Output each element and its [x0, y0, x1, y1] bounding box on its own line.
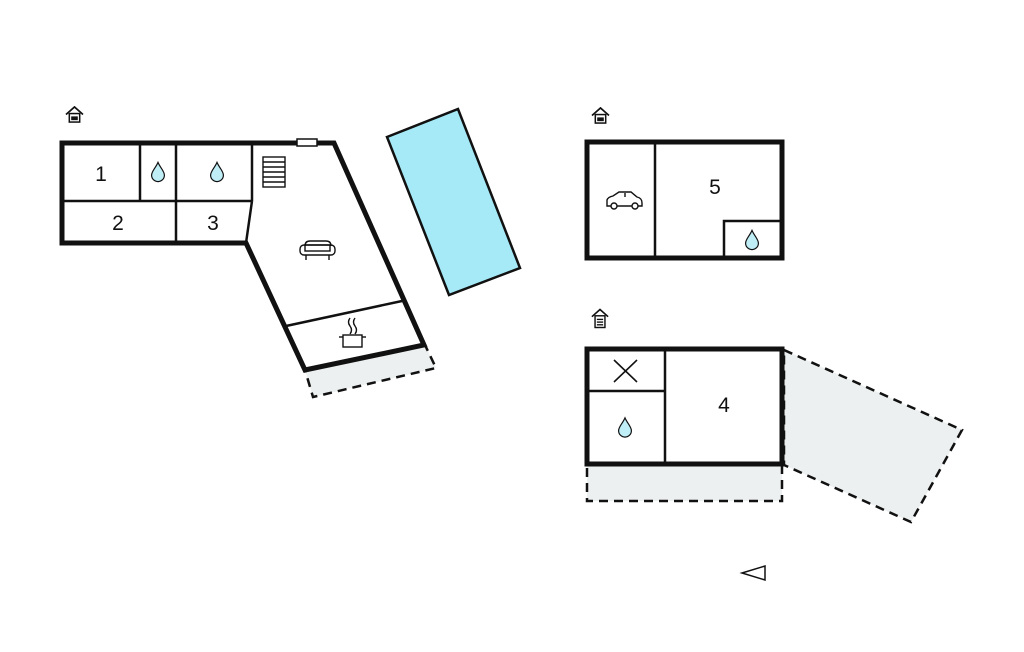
- room-number-5: 5: [709, 176, 721, 199]
- garage-annex: 5: [584, 107, 785, 261]
- sofa-icon: [299, 240, 336, 260]
- cross-mark-icon: [613, 359, 638, 383]
- door-marker: [296, 138, 318, 147]
- cooking-pot-icon: [339, 317, 366, 348]
- house-level-icon: [591, 308, 609, 329]
- terrace-guest-side: [782, 348, 964, 524]
- car-icon: [606, 191, 643, 210]
- wall-3-living: [244, 200, 254, 244]
- house-level-icon: [591, 107, 610, 124]
- stairs-icon: [262, 156, 286, 188]
- house-level-icon: [65, 106, 84, 123]
- wall-kitchen: [285, 299, 403, 328]
- north-arrow-icon: [739, 564, 766, 582]
- guest-house: 4: [584, 308, 964, 524]
- pool: [385, 107, 522, 297]
- room-number-4: 4: [718, 394, 730, 417]
- garage-walls: [584, 139, 785, 261]
- wall-bath-5: [722, 219, 782, 258]
- room-number-1: 1: [95, 163, 107, 186]
- water-drop-icon: [209, 161, 225, 183]
- terrace-guest-bottom: [585, 463, 784, 503]
- main-house-walls: [59, 140, 428, 373]
- water-drop-icon: [617, 417, 633, 438]
- water-drop-icon: [744, 229, 760, 251]
- main-house: 1 2 3: [59, 106, 438, 399]
- guest-house-walls: [584, 346, 785, 467]
- terrace-main: [303, 343, 438, 399]
- room-number-2: 2: [112, 212, 124, 235]
- water-drop-icon: [150, 161, 166, 183]
- room-number-3: 3: [207, 212, 219, 235]
